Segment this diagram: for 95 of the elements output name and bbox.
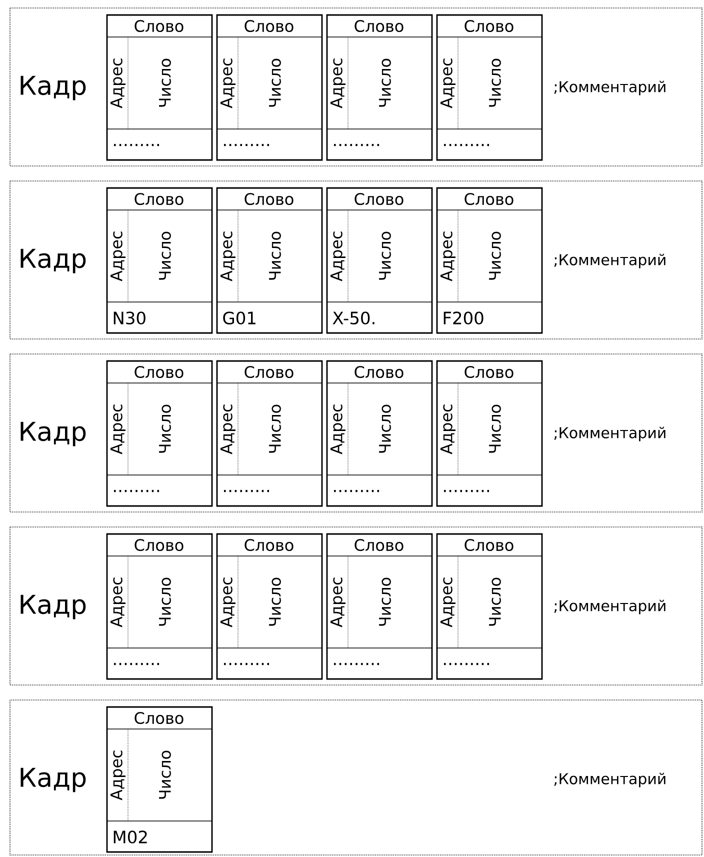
number-label: Число (159, 232, 171, 280)
number-label: Число (379, 232, 391, 280)
word-label: Слово (244, 538, 294, 552)
value-text: ......... (114, 662, 160, 666)
value-text: ......... (224, 662, 270, 666)
value-text: ......... (114, 144, 160, 146)
address-label: Адрес (330, 404, 346, 454)
number-label: Число (379, 404, 391, 453)
value-text: ......... (444, 662, 490, 666)
address-label: Адрес (440, 232, 456, 282)
address-label: Адрес (110, 404, 126, 454)
word-label: Слово (134, 192, 184, 206)
value-text: F200 (444, 312, 484, 324)
word-box (436, 187, 543, 334)
value-text: G01 (223, 312, 256, 324)
address-label: Адрес (220, 404, 236, 454)
word-label: Слово (134, 20, 184, 32)
address-label: Адрес (110, 750, 126, 800)
address-label: Адрес (330, 58, 346, 108)
word-label: Слово (244, 20, 294, 32)
word-box (216, 360, 323, 507)
value-text: ......... (444, 144, 490, 146)
value-text: ......... (224, 144, 270, 146)
word-label: Слово (354, 366, 404, 378)
number-label: Число (159, 58, 171, 107)
word-box (326, 187, 433, 334)
number-label: Число (489, 232, 501, 280)
value-text: M02 (114, 830, 147, 844)
word-label: Слово (464, 366, 514, 378)
word-box (106, 14, 213, 161)
word-label: Слово (134, 366, 184, 378)
comment-text: ;Комментарий (554, 426, 666, 442)
address-label: Адрес (440, 578, 456, 628)
word-box (326, 14, 433, 161)
comment-text: ;Комментарий (554, 600, 666, 614)
word-box (216, 14, 323, 161)
address-label: Адрес (330, 578, 346, 628)
number-label: Число (159, 578, 171, 626)
address-label: Адрес (110, 578, 126, 628)
address-label: Адрес (220, 58, 236, 108)
value-text: ......... (334, 490, 380, 492)
comment-text: ;Комментарий (554, 772, 666, 788)
number-label: Число (269, 58, 281, 107)
number-label: Число (269, 404, 281, 453)
number-label: Число (159, 750, 171, 799)
address-label: Адрес (110, 232, 126, 282)
block-label: Кадр (20, 422, 86, 446)
word-box (326, 533, 433, 680)
value-text: ......... (334, 144, 380, 146)
address-label: Адрес (110, 58, 126, 108)
word-box (106, 360, 213, 507)
address-label: Адрес (440, 404, 456, 454)
word-box (326, 360, 433, 507)
word-label: Слово (464, 192, 514, 206)
address-label: Адрес (220, 232, 236, 282)
block-label: Кадр (20, 248, 86, 274)
word-label: Слово (354, 538, 404, 552)
value-text: ......... (334, 662, 380, 666)
word-label: Слово (354, 192, 404, 206)
number-label: Число (489, 58, 501, 107)
block-label: Кадр (20, 76, 86, 100)
value-text: ......... (224, 490, 270, 492)
word-box (216, 533, 323, 680)
word-label: Слово (354, 20, 404, 32)
word-label: Слово (464, 538, 514, 552)
word-box (106, 706, 213, 853)
word-box (216, 187, 323, 334)
word-box (436, 533, 543, 680)
value-text: ......... (114, 490, 160, 492)
word-box (106, 533, 213, 680)
number-label: Число (269, 578, 281, 626)
address-label: Адрес (440, 58, 456, 108)
word-label: Слово (134, 538, 184, 552)
block-label: Кадр (20, 768, 86, 792)
address-label: Адрес (220, 578, 236, 628)
word-label: Слово (244, 192, 294, 206)
number-label: Число (489, 578, 501, 626)
word-label: Слово (244, 366, 294, 378)
number-label: Число (159, 404, 171, 453)
comment-text: ;Комментарий (554, 80, 666, 96)
word-box (106, 187, 213, 334)
value-text: N30 (114, 312, 146, 324)
block-label: Кадр (20, 594, 86, 620)
comment-text: ;Комментарий (554, 254, 666, 268)
number-label: Число (379, 578, 391, 626)
address-label: Адрес (330, 232, 346, 282)
value-text: ......... (444, 490, 490, 492)
word-box (436, 14, 543, 161)
value-text: X-50. (332, 312, 374, 324)
word-label: Слово (134, 712, 184, 724)
number-label: Число (269, 232, 281, 280)
number-label: Число (489, 404, 501, 453)
word-label: Слово (464, 20, 514, 32)
number-label: Число (379, 58, 391, 107)
word-box (436, 360, 543, 507)
